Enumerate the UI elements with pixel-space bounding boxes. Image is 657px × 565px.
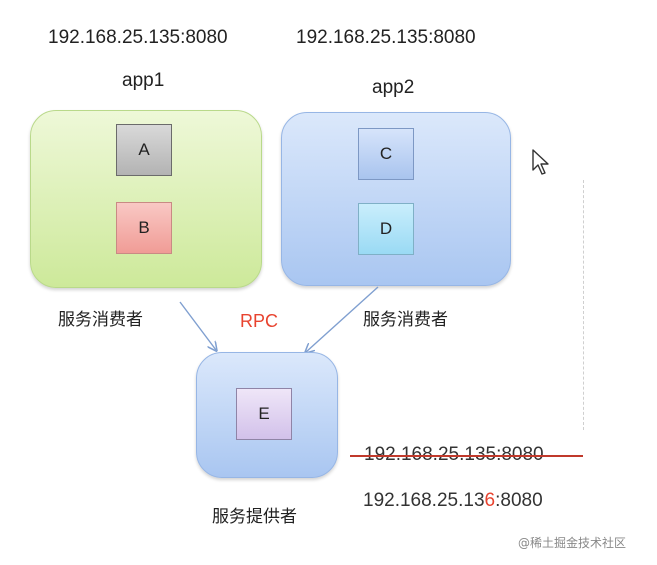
app2-address: 192.168.25.135:8080	[296, 27, 476, 48]
app1-name: app1	[122, 70, 165, 91]
arrow-right	[306, 286, 379, 352]
guide-line	[583, 180, 584, 430]
watermark: @稀土掘金技术社区	[518, 536, 627, 550]
provider-label: 服务提供者	[212, 507, 297, 527]
old-provider-address: 192.168.25.135:8080	[364, 444, 544, 465]
consumer-label-right: 服务消费者	[363, 310, 448, 330]
cursor-arrow-icon	[532, 149, 549, 175]
node-b: B	[116, 202, 172, 254]
app1-address: 192.168.25.135:8080	[48, 27, 228, 48]
strike-line	[350, 455, 583, 457]
new-provider-address: 192.168.25.136:8080	[363, 490, 543, 512]
new-address-prefix: 192.168.25.13	[363, 490, 485, 511]
app2-name: app2	[372, 77, 415, 98]
node-d: D	[358, 203, 414, 255]
new-address-suffix: :8080	[495, 490, 543, 511]
rpc-label: RPC	[240, 311, 279, 331]
node-e: E	[236, 388, 292, 440]
node-c: C	[358, 128, 414, 180]
consumer-label-left: 服务消费者	[58, 310, 143, 330]
new-address-highlight: 6	[484, 490, 496, 511]
node-a: A	[116, 124, 172, 176]
arrow-left	[179, 301, 216, 350]
